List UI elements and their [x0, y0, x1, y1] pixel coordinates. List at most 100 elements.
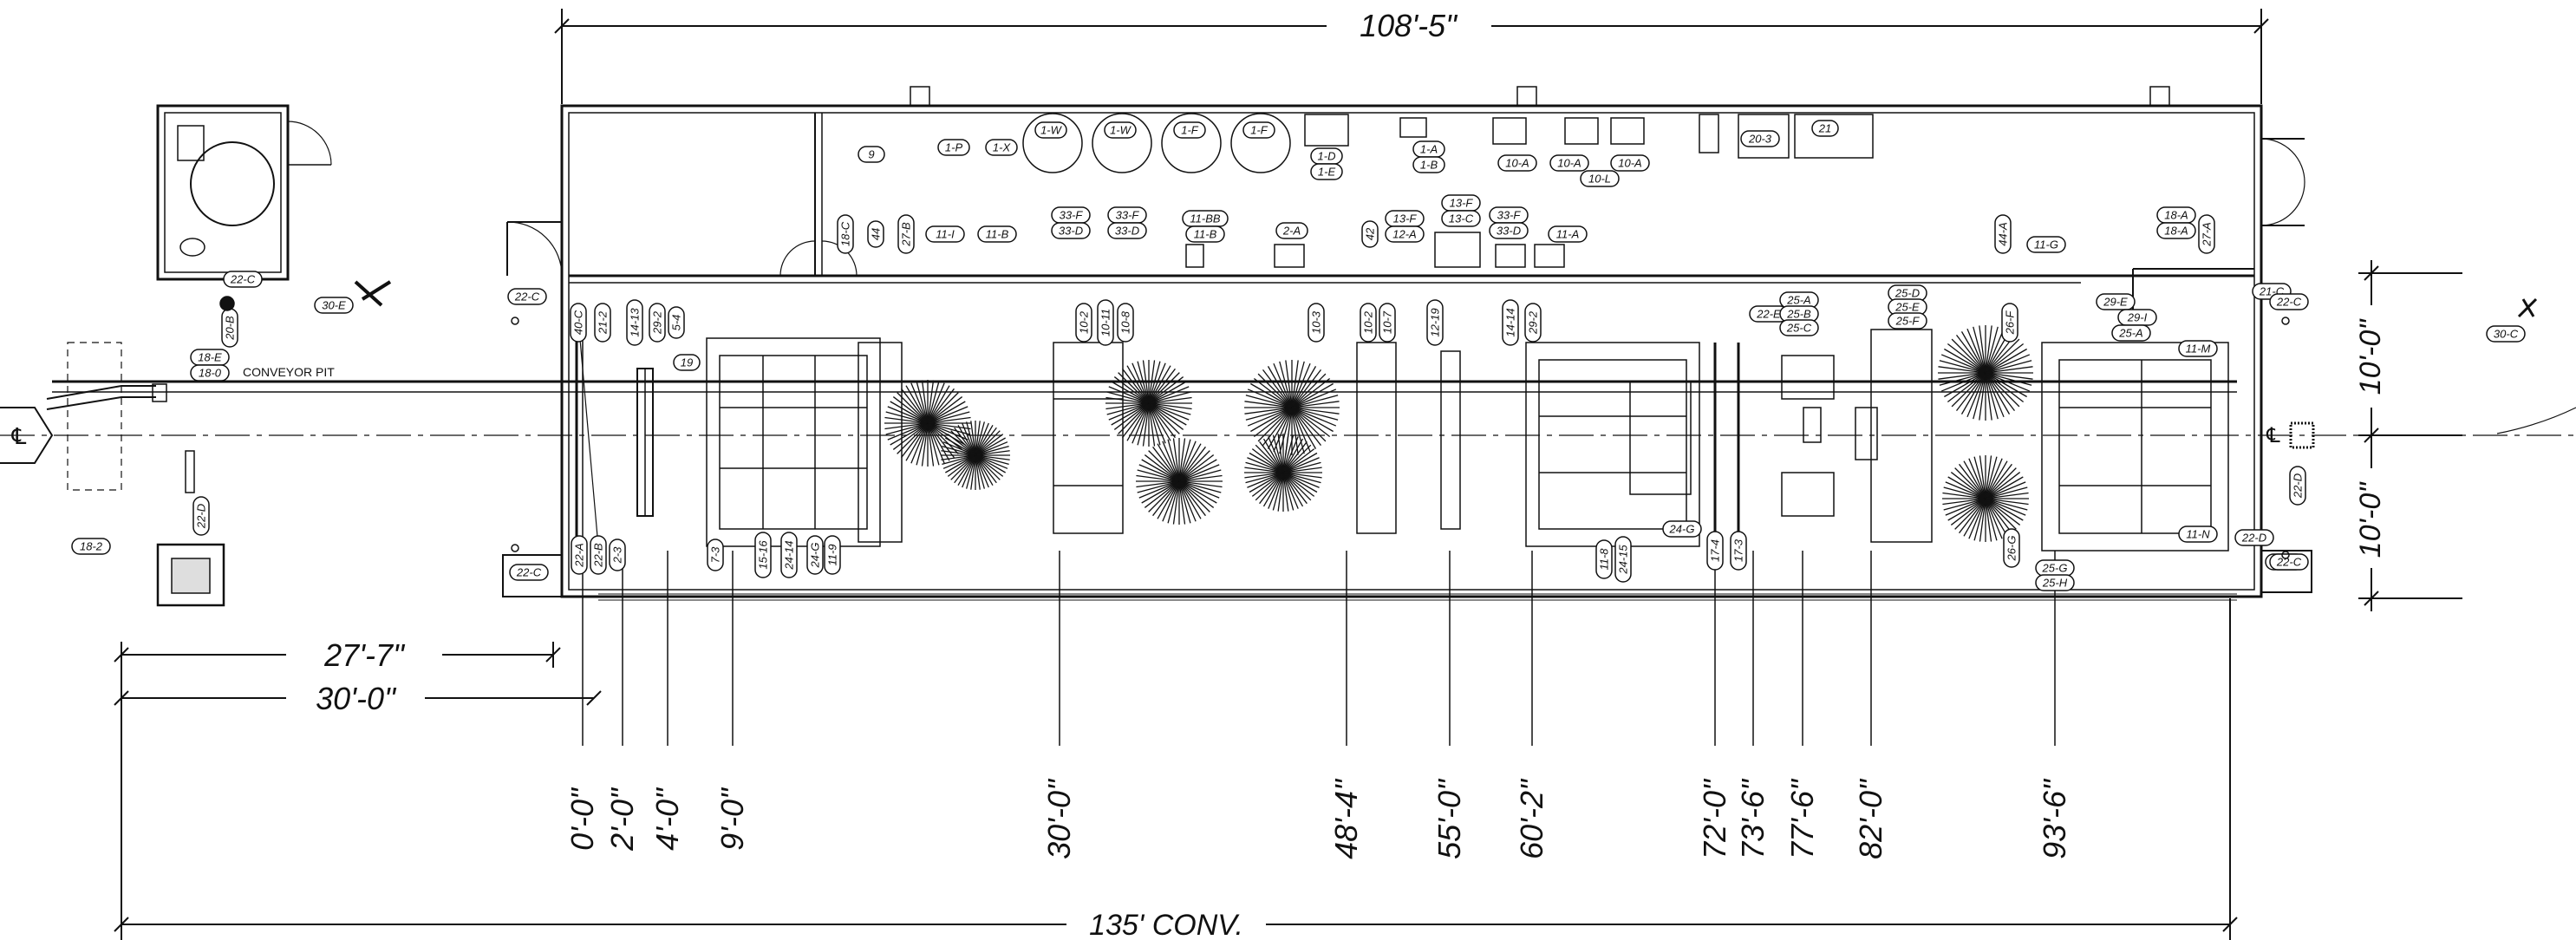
- equipment-tag: 24-G: [806, 535, 824, 575]
- equipment-tag: 30-E: [314, 297, 354, 314]
- equipment-tag: 1-B: [1412, 156, 1445, 173]
- equipment-tag-text: 11-I: [936, 228, 955, 241]
- equipment-tag: 10-2: [1360, 303, 1377, 343]
- equipment-tag-text: 42: [1364, 227, 1377, 240]
- equipment-tag-text: 10-A: [1557, 157, 1581, 170]
- equipment-tag: 17-4: [1706, 531, 1724, 571]
- equipment-tag-text: 22-C: [2276, 556, 2302, 569]
- left-dimension-1-text: 27'-7": [323, 637, 406, 673]
- brush-4: [1136, 438, 1223, 525]
- equipment-tag: 1-F: [1242, 121, 1275, 139]
- equipment-tag: 10-3: [1308, 303, 1325, 343]
- equipment-tag: 14-14: [1502, 299, 1519, 346]
- equipment-tag: 27-B: [897, 214, 915, 254]
- tunnel-equipment: [575, 321, 2229, 555]
- equipment-tag-text: 33-D: [1497, 225, 1521, 238]
- equipment-tag-text: 18-C: [839, 221, 852, 246]
- equipment-tag-text: 1-A: [1420, 143, 1438, 156]
- equipment-tag-text: 44-A: [1997, 222, 2010, 245]
- equipment-tag: 20-3: [1740, 130, 1780, 147]
- equipment-tag-text: 13-C: [1449, 212, 1474, 225]
- equipment-tag: 18-C: [837, 214, 854, 254]
- equipment-tag: 17-3: [1730, 531, 1747, 571]
- equipment-tag: 24-14: [780, 532, 798, 578]
- equipment-tag: 2-A: [1275, 222, 1308, 239]
- equipment-tag-text: 33-F: [1497, 209, 1522, 222]
- equipment-tag: 29-I: [2117, 309, 2157, 326]
- equipment-tag-text: 24-G: [1669, 523, 1695, 536]
- station-mark: 4'-0": [649, 787, 685, 851]
- equipment-tag-text: 29-2: [651, 310, 664, 335]
- equipment-tag-text: 10-7: [1381, 310, 1394, 334]
- equipment-tag-text: 25-D: [1895, 287, 1920, 300]
- equipment-tag: 25-A: [2111, 324, 2151, 342]
- equipment-tag: 10-7: [1379, 303, 1396, 343]
- equipment-tag: 30-C: [2486, 325, 2526, 343]
- equipment-tag: 15-16: [754, 532, 772, 578]
- equipment-tag: 11-9: [824, 535, 841, 575]
- equipment-tag: 2-3: [609, 539, 626, 571]
- station-mark: 82'-0": [1853, 778, 1888, 859]
- equipment-tag: 11-B: [977, 225, 1017, 243]
- equipment-tag-text: 2-3: [611, 546, 624, 565]
- station-lines: [582, 551, 2056, 746]
- equipment-tag-text: 10-A: [1618, 157, 1641, 170]
- equipment-tag: 10-8: [1117, 303, 1134, 343]
- brush-1: [884, 380, 971, 467]
- misc-markers: [219, 280, 2538, 559]
- equipment-tag-text: 1-W: [1040, 124, 1063, 137]
- overall-bottom-dimension-text: 135' CONV.: [1089, 909, 1243, 940]
- equipment-tag: 25-F: [1888, 312, 1927, 330]
- equipment-tag: 22-B: [590, 535, 607, 575]
- equipment-tag: 22-C: [507, 288, 547, 305]
- equipment-tag-text: 11-8: [1598, 548, 1611, 571]
- equipment-tag-text: 5-4: [670, 315, 683, 331]
- equipment-tag: 11-G: [2026, 236, 2066, 253]
- equipment-tag-text: 30-C: [2494, 328, 2519, 341]
- brush-5: [1244, 360, 1340, 455]
- equipment-tag: 18-A: [2156, 206, 2196, 224]
- equipment-tag: 7-3: [707, 539, 724, 571]
- equipment-tag: 33-D: [1489, 222, 1529, 239]
- equipment-tag: 22-C: [223, 271, 263, 288]
- right-grate: [2289, 421, 2315, 449]
- equipment-tag: 40-C: [570, 303, 587, 343]
- station-mark: 60'-2": [1514, 778, 1549, 859]
- equipment-tag: 10-2: [1075, 303, 1092, 343]
- equipment-tag: 22-A: [571, 535, 588, 575]
- right-dimension-1-text: 10'-0": [2354, 318, 2387, 395]
- equipment-tag-text: 25-H: [2042, 577, 2068, 590]
- equipment-tag: 14-13: [626, 299, 643, 346]
- equipment-tag-text: 10-3: [1310, 310, 1323, 334]
- equipment-tag: 1-E: [1310, 163, 1343, 180]
- equipment-tag-text: 14-14: [1504, 308, 1517, 336]
- station-mark: 73'-6": [1735, 778, 1771, 859]
- equipment-tag-text: 33-D: [1115, 225, 1139, 238]
- equipment-tag: 22-D: [2289, 466, 2306, 506]
- equipment-tag: 33-D: [1107, 222, 1147, 239]
- equipment-tag: 1-P: [937, 139, 970, 156]
- equipment-tag-text: 26-F: [2004, 310, 2017, 336]
- equipment-tag: 1-W: [1104, 121, 1137, 139]
- equipment-tag-text: 1-X: [993, 141, 1012, 154]
- equipment-tag-text: 22-E: [1756, 308, 1781, 321]
- room-equipment-symbols: [1022, 113, 1874, 268]
- equipment-tag: 12-19: [1426, 299, 1444, 346]
- equipment-tag: 1-F: [1173, 121, 1206, 139]
- equipment-tag: 24-15: [1614, 536, 1632, 583]
- equipment-tag: 11-BB: [1182, 210, 1229, 227]
- equipment-tag-text: 10-11: [1099, 309, 1112, 336]
- equipment-tag-text: 22-C: [230, 273, 256, 286]
- equipment-tag-text: 27-A: [2201, 222, 2214, 246]
- equipment-tag-text: 1-B: [1420, 159, 1438, 172]
- equipment-tag-text: 13-F: [1450, 197, 1474, 210]
- overall-top-dimension-text: 108'-5": [1360, 8, 1458, 43]
- equipment-tag-text: 18-A: [2164, 209, 2188, 222]
- equipment-tag-text: 21-2: [597, 310, 610, 335]
- equipment-tag: 29-E: [2096, 293, 2136, 310]
- station-mark: 93'-6": [2037, 778, 2072, 859]
- overall-bottom-dimension: [114, 598, 2238, 940]
- equipment-tag-text: 29-2: [1527, 310, 1540, 335]
- equipment-tag: 11-A: [1548, 225, 1588, 243]
